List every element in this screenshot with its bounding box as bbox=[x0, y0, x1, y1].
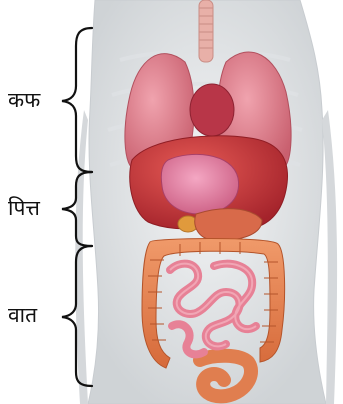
right-arm-shadow bbox=[322, 110, 337, 404]
brace-kapha-icon bbox=[62, 28, 92, 172]
heart bbox=[190, 84, 234, 136]
trachea bbox=[199, 0, 213, 62]
label-kapha: कफ bbox=[8, 90, 40, 111]
label-vata: वात bbox=[8, 305, 37, 326]
label-pitta: पित्त bbox=[8, 198, 40, 219]
sigmoid-colon bbox=[200, 356, 251, 397]
stomach bbox=[161, 154, 238, 214]
